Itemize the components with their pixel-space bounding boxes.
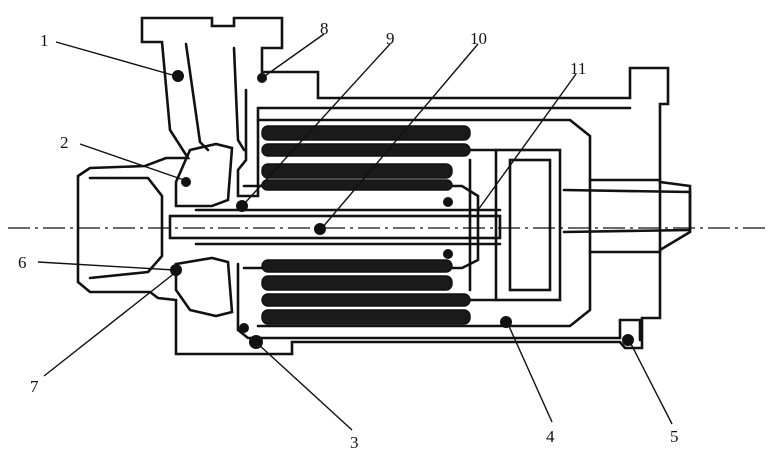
inner-magnet-bar	[261, 179, 453, 191]
seal-ring-5	[622, 334, 634, 346]
inlet-bore	[88, 176, 164, 280]
outer-magnet-bar	[261, 309, 471, 325]
callout-3: 3	[350, 433, 359, 452]
seal-ring-1	[172, 70, 184, 82]
rear-foot	[618, 318, 642, 342]
seal-ring-4	[500, 316, 512, 328]
impeller-upper	[174, 142, 234, 208]
inner-magnet-bar	[261, 259, 453, 273]
callout-9: 9	[386, 29, 395, 48]
back-plate	[236, 88, 632, 198]
leader-line-11	[477, 73, 577, 211]
outer-magnet-bar	[261, 125, 471, 141]
leader-line-8	[261, 33, 325, 79]
outlet-channel-right	[232, 46, 246, 152]
leader-line-1	[55, 41, 177, 77]
callout-1: 1	[40, 31, 49, 50]
back-plate-lower	[236, 262, 622, 340]
impeller-lower	[174, 256, 234, 318]
leader-line-5	[629, 341, 673, 425]
outer-magnet-bar	[261, 293, 471, 307]
leader-line-10	[321, 43, 479, 229]
leader-line-2	[79, 143, 185, 181]
rotor-disc-inner	[508, 158, 552, 292]
inner-magnet-bar	[261, 275, 453, 291]
bearing-dot	[443, 249, 453, 259]
rotor-disc	[494, 148, 562, 302]
leader-line-6	[37, 261, 175, 271]
callout-6: 6	[18, 253, 27, 272]
leader-line-3	[257, 343, 353, 431]
callout-7: 7	[30, 377, 39, 396]
inner-magnet-bar	[261, 163, 453, 179]
callout-10: 10	[470, 29, 487, 48]
leader-line-7	[43, 271, 177, 377]
seal-ring-6	[170, 264, 182, 276]
callout-11: 11	[570, 59, 586, 78]
callout-8: 8	[320, 19, 329, 38]
leader-line-4	[507, 323, 553, 423]
pump-casing-outline	[76, 16, 692, 356]
seal-ring-2	[181, 177, 191, 187]
rear-housing	[588, 178, 662, 254]
rear-housing-inner	[562, 188, 692, 234]
shaft	[168, 214, 502, 240]
callout-2: 2	[60, 133, 69, 152]
callout-5: 5	[670, 427, 679, 446]
outer-magnet-bar	[261, 143, 471, 157]
leader-line-9	[243, 43, 391, 205]
containment-shell	[256, 118, 592, 328]
bearing-dot	[443, 197, 453, 207]
seal-ring-3b	[239, 323, 249, 333]
callout-4: 4	[546, 427, 555, 446]
